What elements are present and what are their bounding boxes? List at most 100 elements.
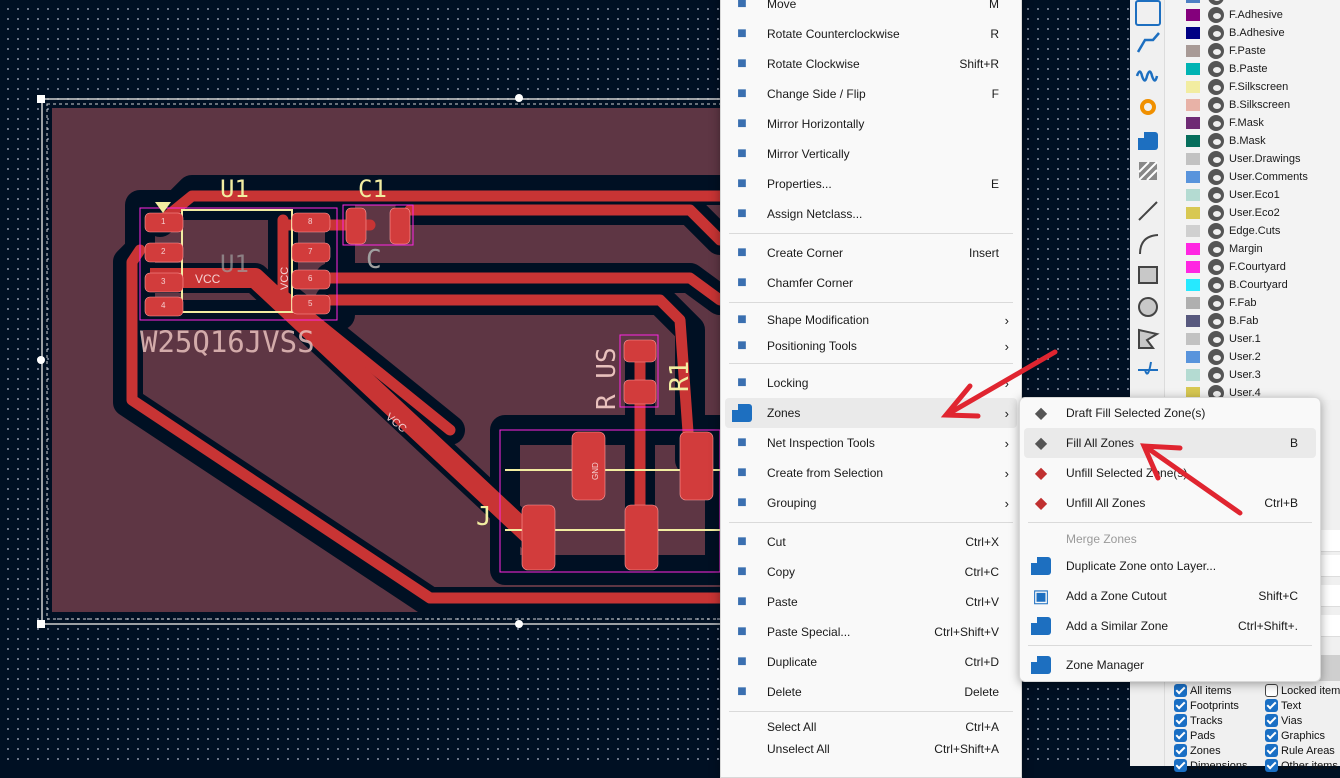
layer-color-swatch[interactable] <box>1186 297 1200 309</box>
layer-color-swatch[interactable] <box>1186 135 1200 147</box>
layer-color-swatch[interactable] <box>1186 27 1200 39</box>
c1-reference[interactable]: C1 <box>358 175 387 203</box>
eye-icon[interactable] <box>1208 331 1224 347</box>
layer-row[interactable]: User.3 <box>1165 366 1340 384</box>
eye-icon[interactable] <box>1208 7 1224 23</box>
layer-color-swatch[interactable] <box>1186 369 1200 381</box>
layer-color-swatch[interactable] <box>1186 99 1200 111</box>
pads[interactable] <box>144 207 714 571</box>
filter-checkbox[interactable]: Locked items <box>1265 684 1340 697</box>
checkbox-icon[interactable] <box>1174 714 1187 727</box>
menu-item-assign-netclass[interactable]: ■Assign Netclass... <box>721 199 1021 229</box>
submenu-item-zone-manager[interactable]: Zone Manager <box>1020 650 1320 680</box>
filter-checkbox[interactable]: Text <box>1265 699 1301 712</box>
layer-row[interactable]: B.Fab <box>1165 312 1340 330</box>
layer-row[interactable]: F.Fab <box>1165 294 1340 312</box>
filter-checkbox[interactable]: Tracks <box>1174 714 1223 727</box>
layer-row[interactable]: User.Eco1 <box>1165 186 1340 204</box>
arc-tool-icon[interactable] <box>1135 230 1161 256</box>
menu-item-paste-special[interactable]: ■Paste Special...Ctrl+Shift+V <box>721 617 1021 647</box>
menu-item-mirror-horizontally[interactable]: ■Mirror Horizontally <box>721 109 1021 139</box>
filter-checkbox[interactable]: Footprints <box>1174 699 1239 712</box>
layer-row[interactable]: User.2 <box>1165 348 1340 366</box>
j-reference[interactable]: J <box>476 502 492 532</box>
checkbox-icon[interactable] <box>1265 684 1278 697</box>
eye-icon[interactable] <box>1208 97 1224 113</box>
eye-icon[interactable] <box>1208 133 1224 149</box>
checkbox-icon[interactable] <box>1174 684 1187 697</box>
layer-color-swatch[interactable] <box>1186 279 1200 291</box>
footprint-tool-icon[interactable] <box>1135 0 1161 26</box>
eye-icon[interactable] <box>1208 61 1224 77</box>
menu-item-grouping[interactable]: ■Grouping› <box>721 488 1021 518</box>
menu-item-net-inspection-tools[interactable]: ■Net Inspection Tools› <box>721 428 1021 458</box>
layer-row[interactable]: F.Adhesive <box>1165 6 1340 24</box>
layer-row[interactable]: F.Paste <box>1165 42 1340 60</box>
eye-icon[interactable] <box>1208 223 1224 239</box>
eye-icon[interactable] <box>1208 43 1224 59</box>
circle-tool-icon[interactable] <box>1135 294 1161 320</box>
eye-icon[interactable] <box>1208 151 1224 167</box>
layer-row[interactable]: User.Eco2 <box>1165 204 1340 222</box>
layer-color-swatch[interactable] <box>1186 225 1200 237</box>
filter-checkbox[interactable]: Graphics <box>1265 729 1325 742</box>
filter-checkbox[interactable]: Zones <box>1174 744 1221 757</box>
menu-item-positioning-tools[interactable]: ■Positioning Tools› <box>721 333 1021 359</box>
layer-color-swatch[interactable] <box>1186 189 1200 201</box>
eye-icon[interactable] <box>1208 277 1224 293</box>
layer-color-swatch[interactable] <box>1186 243 1200 255</box>
checkbox-icon[interactable] <box>1265 699 1278 712</box>
checkbox-icon[interactable] <box>1174 744 1187 757</box>
checkbox-icon[interactable] <box>1265 714 1278 727</box>
eye-icon[interactable] <box>1208 115 1224 131</box>
layer-row[interactable]: B.Paste <box>1165 60 1340 78</box>
menu-item-mirror-vertically[interactable]: ■Mirror Vertically <box>721 139 1021 169</box>
layer-row[interactable]: B.Mask <box>1165 132 1340 150</box>
zone-tool-icon[interactable] <box>1135 128 1161 154</box>
layer-color-swatch[interactable] <box>1186 153 1200 165</box>
eye-icon[interactable] <box>1208 79 1224 95</box>
layer-row[interactable]: B.Courtyard <box>1165 276 1340 294</box>
tune-length-icon[interactable] <box>1135 62 1161 88</box>
checkbox-icon[interactable] <box>1265 744 1278 757</box>
eye-icon[interactable] <box>1208 313 1224 329</box>
eye-icon[interactable] <box>1208 295 1224 311</box>
layer-row[interactable] <box>1165 0 1340 6</box>
eye-icon[interactable] <box>1208 349 1224 365</box>
menu-item-chamfer-corner[interactable]: ■Chamfer Corner <box>721 268 1021 298</box>
checkbox-icon[interactable] <box>1265 729 1278 742</box>
layer-row[interactable]: Margin <box>1165 240 1340 258</box>
layer-row[interactable]: Edge.Cuts <box>1165 222 1340 240</box>
r1-reference[interactable]: R1 <box>665 361 695 392</box>
eye-icon[interactable] <box>1208 241 1224 257</box>
layer-color-swatch[interactable] <box>1186 351 1200 363</box>
u1-value[interactable]: W25Q16JVSS <box>140 325 315 359</box>
bezier-tool-icon[interactable] <box>1135 356 1161 382</box>
checkbox-icon[interactable] <box>1174 729 1187 742</box>
layer-color-swatch[interactable] <box>1186 387 1200 399</box>
eye-icon[interactable] <box>1208 169 1224 185</box>
menu-item-properties[interactable]: ■Properties...E <box>721 169 1021 199</box>
eye-icon[interactable] <box>1208 259 1224 275</box>
menu-item-locking[interactable]: ■Locking› <box>721 368 1021 398</box>
layer-color-swatch[interactable] <box>1186 81 1200 93</box>
u1-reference[interactable]: U1 <box>220 175 249 203</box>
checkbox-icon[interactable] <box>1174 699 1187 712</box>
filter-checkbox[interactable]: Pads <box>1174 729 1215 742</box>
eye-icon[interactable] <box>1208 187 1224 203</box>
menu-item-shape-modification[interactable]: ■Shape Modification› <box>721 307 1021 333</box>
layer-row[interactable]: User.Drawings <box>1165 150 1340 168</box>
polygon-tool-icon[interactable] <box>1135 326 1161 352</box>
